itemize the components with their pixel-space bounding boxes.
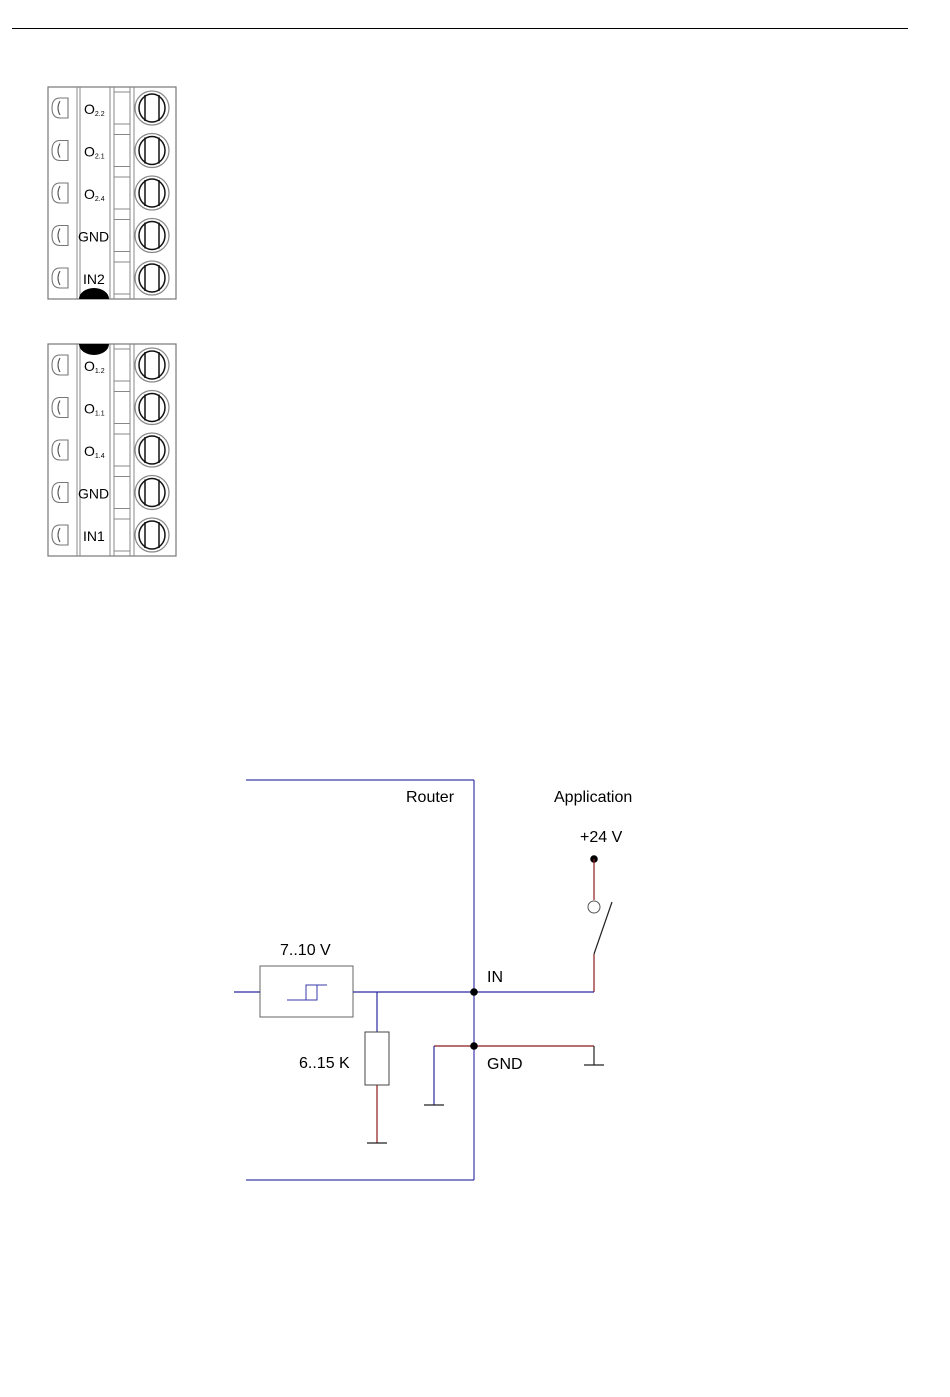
terminal-wire-entry <box>114 135 130 167</box>
router-label: Router <box>406 789 455 806</box>
threshold-label: 7..10 V <box>280 942 331 959</box>
terminal-pin-label: GND <box>78 486 109 502</box>
terminal-wire-entry <box>114 92 130 124</box>
terminal-wire-entry <box>114 262 130 294</box>
application-label: Application <box>554 789 632 806</box>
supply-label: +24 V <box>580 829 623 846</box>
terminal-screw-head <box>139 436 165 464</box>
switch-contact <box>588 901 600 913</box>
terminal-wire-entry <box>114 477 130 509</box>
terminal-screw-head <box>139 479 165 507</box>
terminal-wire-entry <box>114 220 130 252</box>
terminal-wire-entry <box>114 177 130 209</box>
terminal-wire-entry <box>114 434 130 466</box>
in-node-dot <box>470 988 478 996</box>
gnd-node-dot <box>470 1042 478 1050</box>
terminal-screw-head <box>139 137 165 165</box>
terminal-screw-head <box>139 94 165 122</box>
terminal-wire-entry <box>114 519 130 551</box>
gnd-label: GND <box>487 1056 523 1073</box>
input-circuit-diagram: Router Application +24 V 7..10 V IN 6..1… <box>234 780 632 1180</box>
terminal-screw-head <box>139 264 165 292</box>
terminal-wire-entry <box>114 349 130 381</box>
terminal-screw-head <box>139 394 165 422</box>
in-label: IN <box>487 969 503 986</box>
terminal-screw-head <box>139 521 165 549</box>
pulldown-resistor <box>365 1032 389 1085</box>
terminal-screw-head <box>139 222 165 250</box>
terminal-pin-label: IN2 <box>83 271 105 287</box>
terminal-wire-entry <box>114 392 130 424</box>
terminal-pin-label: GND <box>78 229 109 245</box>
terminal-screw-head <box>139 179 165 207</box>
terminal-pin-label: IN1 <box>83 528 105 544</box>
terminal-screw-head <box>139 351 165 379</box>
resistor-label: 6..15 K <box>299 1055 350 1072</box>
